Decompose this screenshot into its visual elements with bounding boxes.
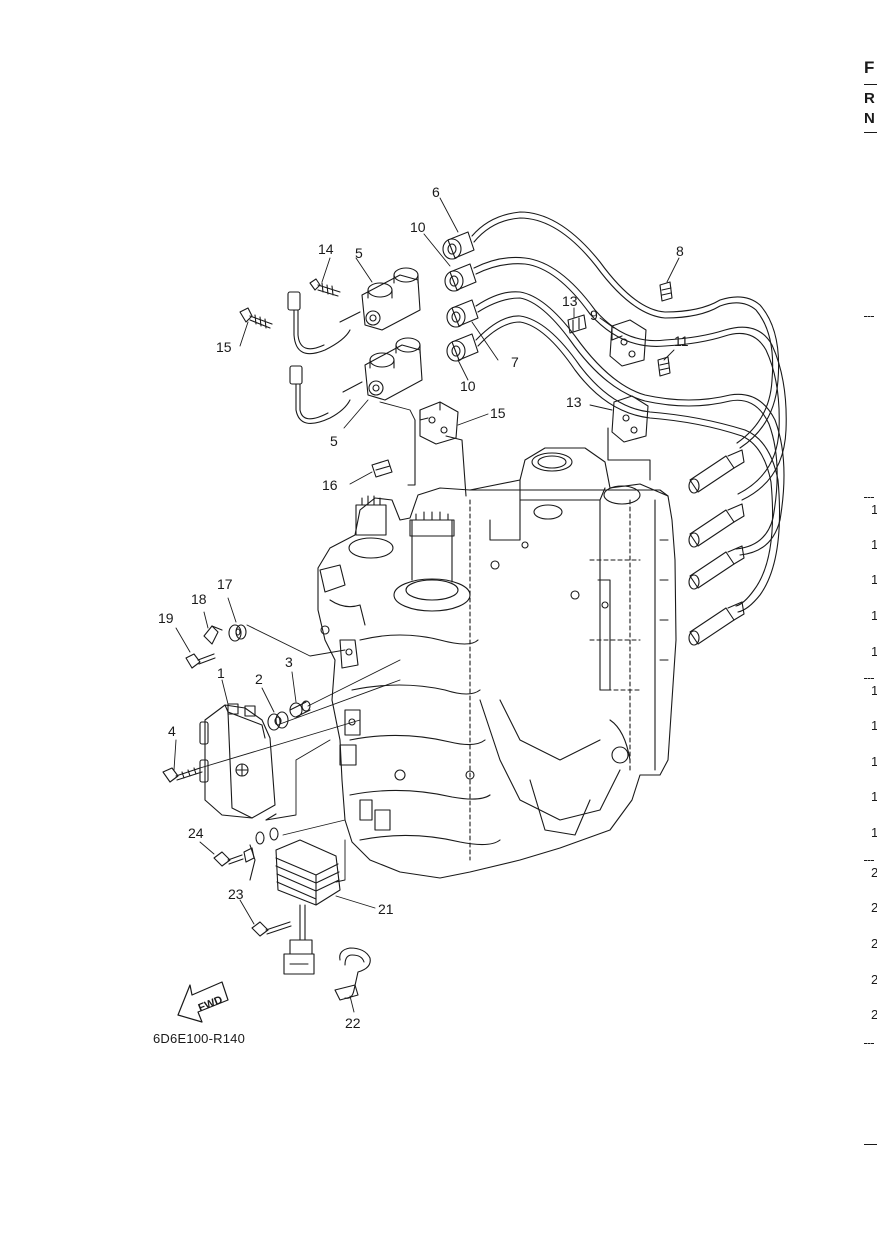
washers xyxy=(255,813,279,845)
edge-row-13: 2 xyxy=(871,936,877,951)
callout-24: 24 xyxy=(188,825,204,841)
ignition-coil-lower xyxy=(342,337,423,401)
holder-8 xyxy=(659,281,673,302)
edge-dash-3 xyxy=(864,678,874,680)
callout-10: 10 xyxy=(460,378,476,394)
callout-12: 11 xyxy=(674,333,689,349)
edge-row-14: 2 xyxy=(871,972,877,987)
holder-14 xyxy=(567,314,587,334)
clamp-22 xyxy=(334,947,371,1001)
engine-block xyxy=(317,447,677,879)
rectifier-regulator-21 xyxy=(275,839,341,975)
high-tension-leads xyxy=(471,211,787,613)
collar-3 xyxy=(289,700,311,718)
edge-letter-r: R xyxy=(864,90,875,107)
edge-rule-2 xyxy=(864,132,877,133)
holder-12 xyxy=(657,356,671,377)
fwd-label: FWD xyxy=(197,994,225,1015)
callout-20: 19 xyxy=(158,610,174,626)
edge-row-10: 1 xyxy=(871,825,877,840)
edge-dash-5 xyxy=(864,1043,874,1045)
leader-lines xyxy=(173,197,680,1013)
callout-14: 13 xyxy=(562,293,578,309)
grommet-2 xyxy=(267,711,289,731)
bolt-23 xyxy=(251,921,292,937)
callout-19: 18 xyxy=(191,591,207,607)
edge-row-4: 1 xyxy=(871,608,877,623)
edge-row-1: 1 xyxy=(871,502,877,517)
callout-16: 15 xyxy=(490,405,506,421)
callout-13: 13 xyxy=(566,394,582,410)
callout-15-lower: 15 xyxy=(216,339,232,355)
callout-11: 10 xyxy=(410,219,426,235)
edge-letter-n: N xyxy=(864,110,875,127)
bolt-4 xyxy=(162,767,203,783)
plug-cap-10 xyxy=(446,333,479,362)
bracket-16 xyxy=(407,401,467,497)
edge-rule-1 xyxy=(864,84,877,85)
callout-2: 2 xyxy=(255,671,263,687)
callout-7: 7 xyxy=(511,354,519,370)
callout-8: 8 xyxy=(676,243,684,259)
callout-15-upper: 14 xyxy=(318,241,334,257)
callout-6: 6 xyxy=(432,184,440,200)
fwd-arrow-icon xyxy=(177,981,229,1023)
clip-17 xyxy=(371,459,393,478)
bracket-9 xyxy=(609,319,647,367)
callout-22: 22 xyxy=(345,1015,361,1031)
edge-rule-3 xyxy=(864,1144,877,1145)
plug-cap-6 xyxy=(442,231,475,260)
callout-18: 17 xyxy=(217,576,233,592)
spark-plug-boots xyxy=(688,449,745,646)
callout-4: 4 xyxy=(168,723,176,739)
edge-row-6: 1 xyxy=(871,683,877,698)
plug-cap-7 xyxy=(446,299,479,328)
edge-row-2: 1 xyxy=(871,537,877,552)
edge-row-7: 1 xyxy=(871,718,877,733)
edge-row-12: 2 xyxy=(871,900,877,915)
callout-5-lower: 5 xyxy=(330,433,338,449)
callout-21: 21 xyxy=(378,901,394,917)
ignition-coil-upper xyxy=(339,267,421,331)
diagram-code: 6D6E100-R140 xyxy=(153,1031,246,1046)
callout-labels: 6 10 14 5 8 13 9 11 15 7 10 13 15 5 16 1… xyxy=(158,184,689,1031)
callout-1: 1 xyxy=(217,665,225,681)
edge-row-9: 1 xyxy=(871,789,877,804)
plug-cap-11 xyxy=(444,263,477,292)
callout-9: 9 xyxy=(590,307,598,323)
edge-letter-f: F xyxy=(864,58,875,77)
edge-row-15: 2 xyxy=(871,1007,877,1022)
clamp-19 xyxy=(203,625,223,645)
edge-row-11: 2 xyxy=(871,865,877,880)
callout-23: 23 xyxy=(228,886,244,902)
edge-row-8: 1 xyxy=(871,754,877,769)
callout-5-upper: 5 xyxy=(355,245,363,261)
bolt-24 xyxy=(213,844,256,881)
bolt-20 xyxy=(185,653,216,669)
callout-17: 16 xyxy=(322,477,338,493)
edge-row-5: 1 xyxy=(871,644,877,659)
edge-dash-1 xyxy=(864,316,874,318)
edge-row-3: 1 xyxy=(871,572,877,587)
cdi-unit-1 xyxy=(199,703,276,819)
bolt-15-lower xyxy=(239,307,273,329)
edge-dash-4 xyxy=(864,860,874,862)
bracket-13 xyxy=(607,395,651,481)
edge-dash-2 xyxy=(864,497,874,499)
callout-3: 3 xyxy=(285,654,293,670)
grommet-18 xyxy=(228,624,247,642)
bolt-15-upper xyxy=(309,278,341,297)
coil-lead-wires xyxy=(287,291,351,424)
